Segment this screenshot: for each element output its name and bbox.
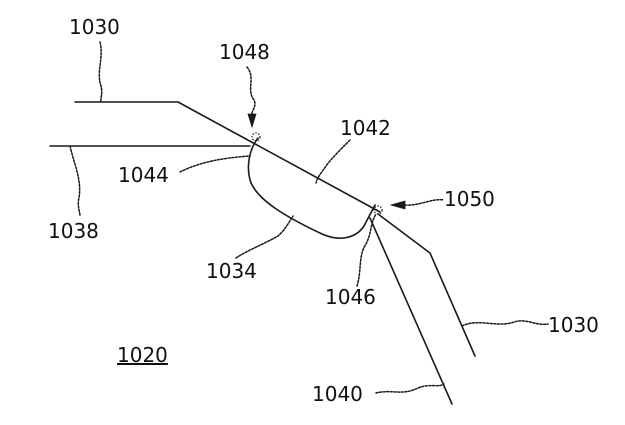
leader-1048 <box>246 66 256 115</box>
label-1038: 1038 <box>48 219 99 243</box>
label-1030-right: 1030 <box>548 313 599 337</box>
leader-1038 <box>69 145 81 217</box>
label-1042: 1042 <box>340 116 391 140</box>
label-1050: 1050 <box>444 187 495 211</box>
outer-wall-lower <box>377 213 476 357</box>
leader-1046 <box>356 213 377 287</box>
label-1046: 1046 <box>325 285 376 309</box>
leader-1030-top <box>98 41 103 103</box>
leader-1050 <box>404 198 445 206</box>
arrowhead-1050 <box>389 200 406 210</box>
label-1048: 1048 <box>219 40 270 64</box>
leader-1030-right <box>461 320 549 327</box>
window-body <box>247 137 376 239</box>
label-1044: 1044 <box>118 163 169 187</box>
leader-1040 <box>375 383 445 394</box>
label-1040: 1040 <box>312 382 363 406</box>
label-1034: 1034 <box>206 259 257 283</box>
needle-shaft-line <box>369 217 453 405</box>
label-1030-top: 1030 <box>69 15 120 39</box>
outer-wall-upper <box>74 101 381 213</box>
corner-marker-1048 <box>251 132 261 142</box>
corner-marker-1050 <box>373 205 383 215</box>
leader-1044 <box>179 155 251 173</box>
leader-1042 <box>315 139 351 184</box>
figure-reference-label: 1020 <box>117 343 168 367</box>
arrowhead-1048 <box>247 113 257 129</box>
leader-1034 <box>235 215 294 259</box>
